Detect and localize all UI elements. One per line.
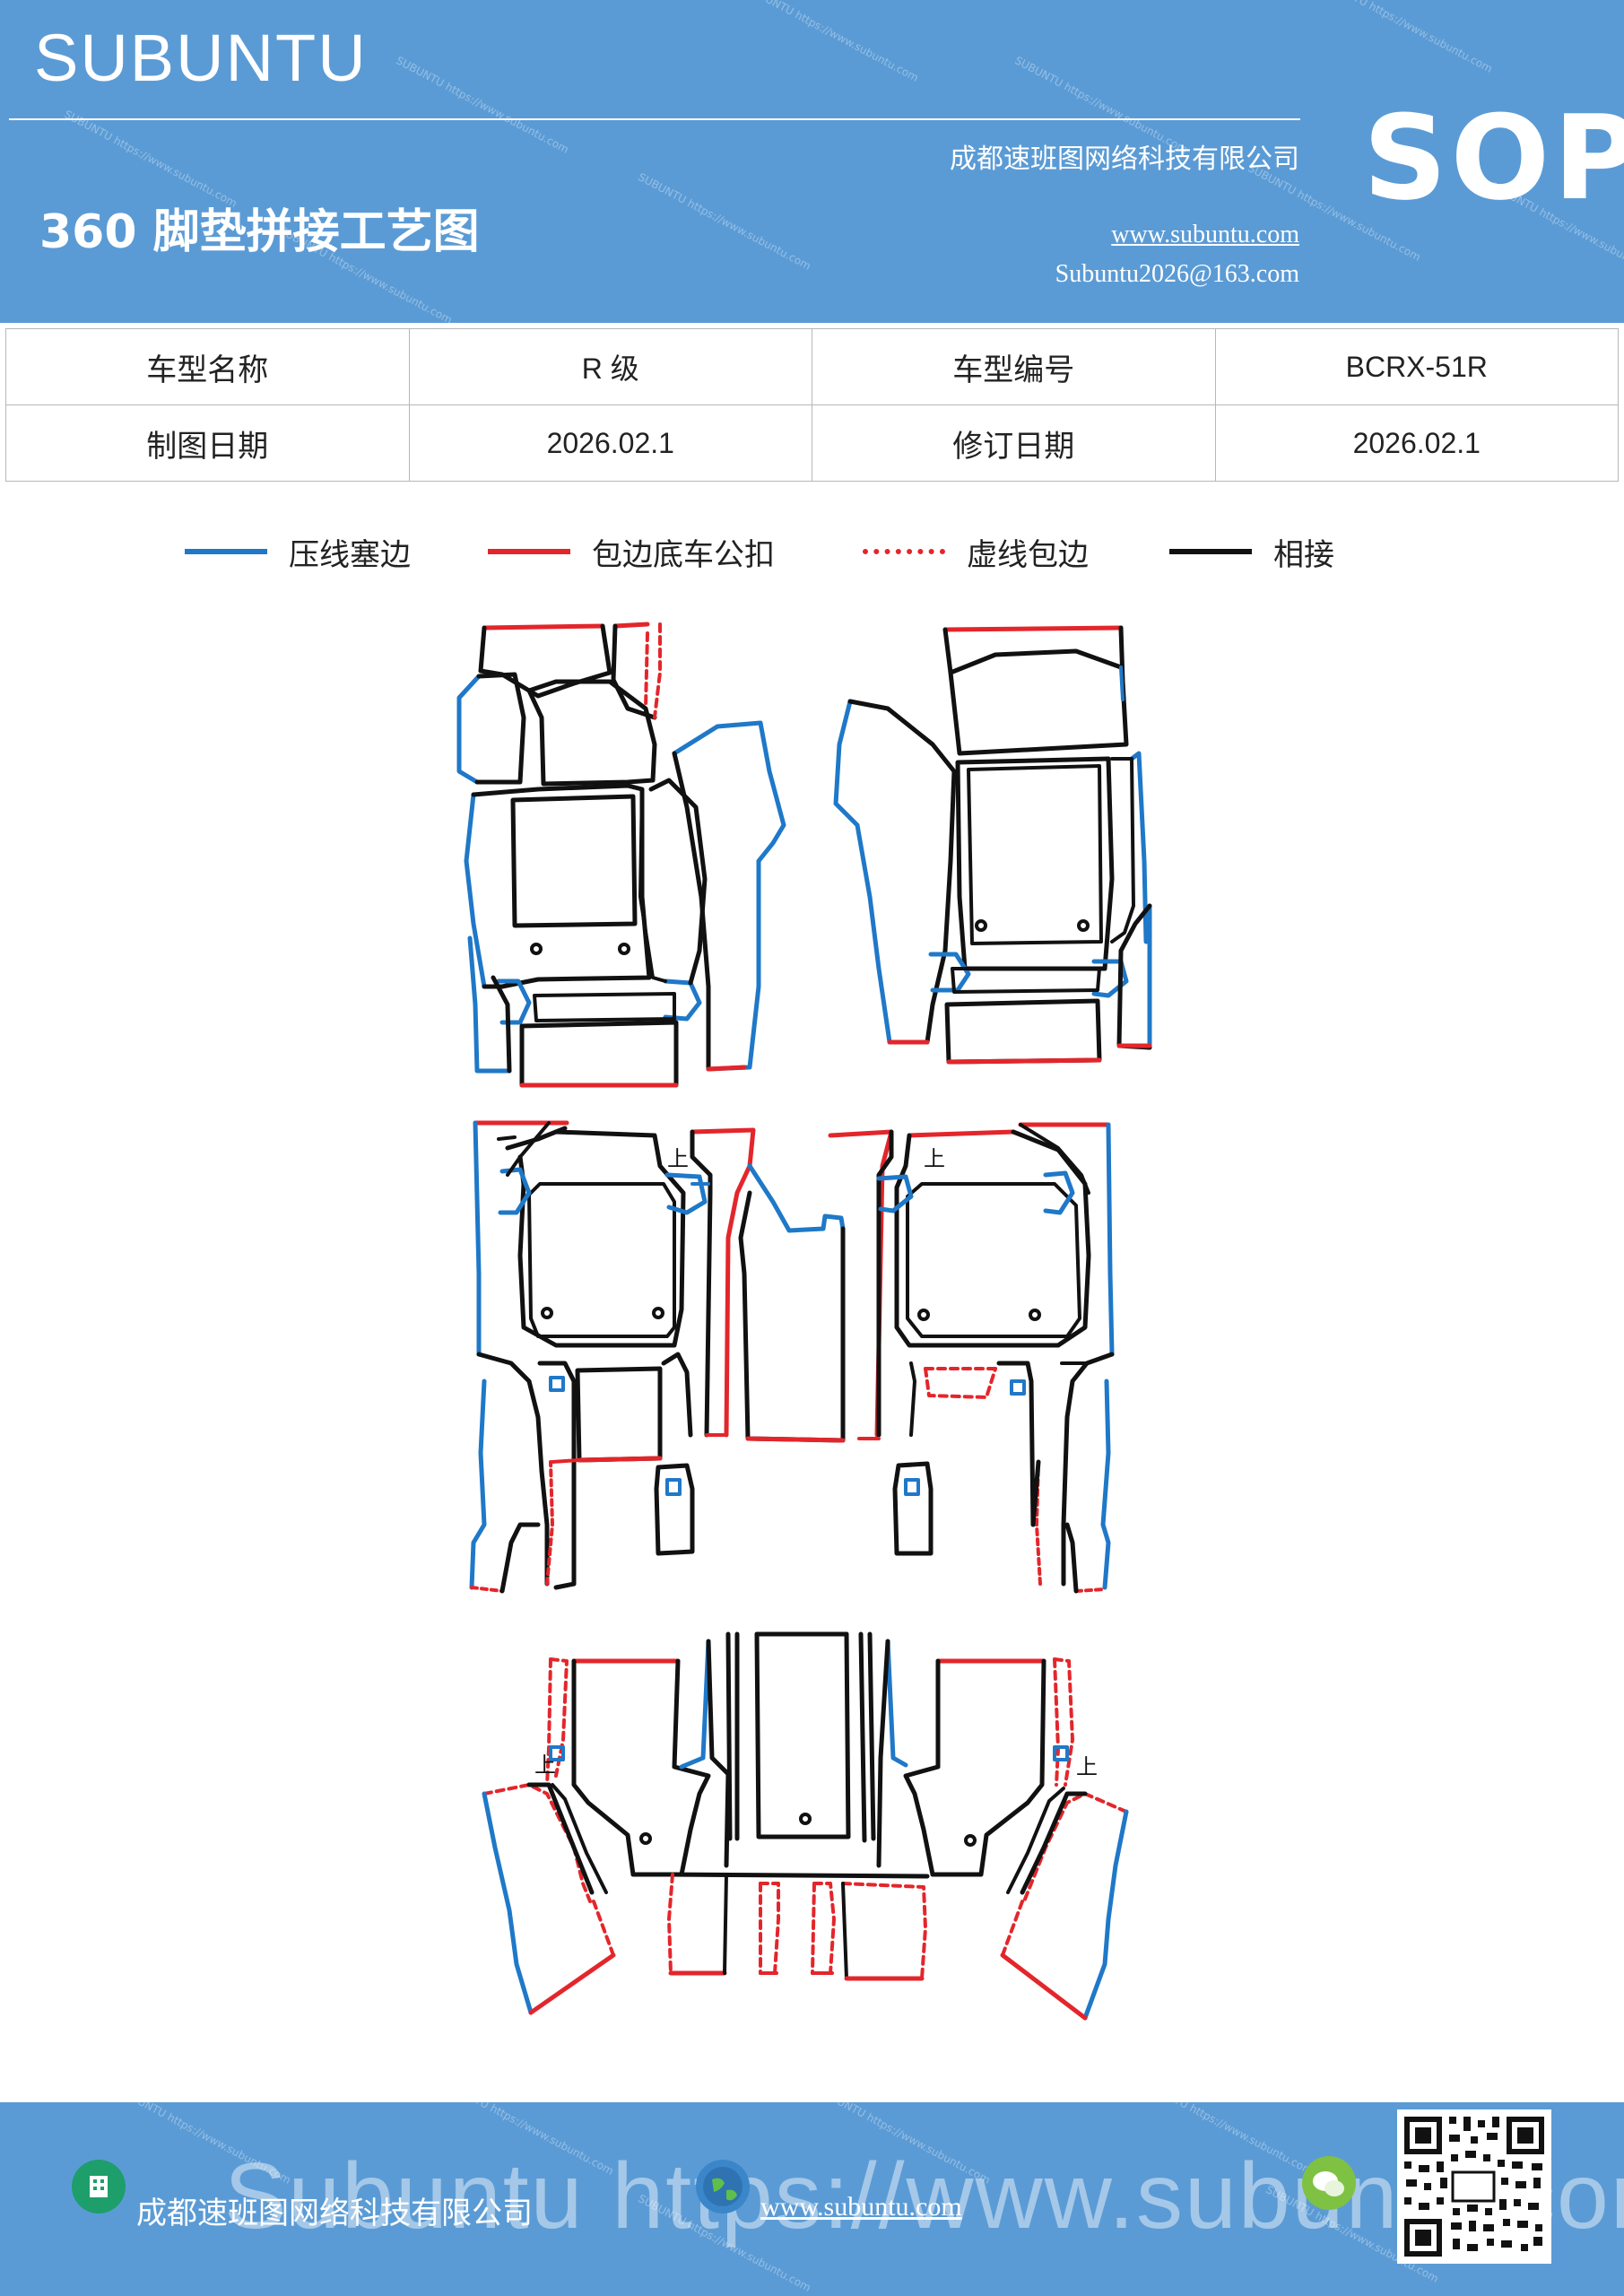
legend-swatch-blue bbox=[185, 549, 267, 554]
line-legend: 压线塞边 包边底车公扣 虚线包边 相接 bbox=[0, 529, 1624, 574]
legend-item: 压线塞边 bbox=[185, 529, 411, 574]
contact-email: Subuntu2026@163.com bbox=[1055, 260, 1299, 288]
legend-label: 虚线包边 bbox=[967, 536, 1089, 573]
wechat-icon bbox=[1302, 2156, 1356, 2210]
brand-name: SUBUNTU bbox=[34, 21, 368, 95]
globe-icon bbox=[696, 2160, 750, 2213]
sop-badge: SOP bbox=[1363, 90, 1624, 226]
up-marker: 上 bbox=[1076, 1754, 1098, 1779]
legend-label: 包边底车公扣 bbox=[592, 536, 775, 573]
floor-mat-diagram: 上 上 bbox=[456, 622, 1152, 2021]
legend-label: 压线塞边 bbox=[289, 536, 411, 573]
up-marker: 上 bbox=[534, 1752, 556, 1778]
revise-date-label: 修订日期 bbox=[812, 404, 1216, 482]
qr-code bbox=[1397, 2109, 1551, 2264]
header-banner: SUBUNTU https://www.subuntu.com SUBUNTU … bbox=[0, 0, 1624, 323]
table-row: 制图日期 2026.02.1 修订日期 2026.02.1 bbox=[5, 404, 1619, 482]
legend-item: 虚线包边 bbox=[863, 529, 1089, 574]
page-title: 360 脚垫拼接工艺图 bbox=[39, 205, 480, 259]
building-icon bbox=[72, 2160, 126, 2213]
model-code-value: BCRX-51R bbox=[1214, 328, 1619, 405]
up-marker: 上 bbox=[924, 1146, 945, 1171]
legend-swatch-black bbox=[1169, 549, 1252, 554]
company-name: 成都速班图网络科技有限公司 bbox=[950, 144, 1299, 175]
revise-date-value: 2026.02.1 bbox=[1214, 404, 1619, 482]
legend-swatch-red-dotted bbox=[863, 549, 945, 554]
middle-mat: 上 上 bbox=[469, 1120, 1115, 1594]
website-link[interactable]: www.subuntu.com bbox=[1111, 221, 1299, 248]
front-left-mat bbox=[456, 622, 786, 1088]
footer-website-link[interactable]: www.subuntu.com bbox=[760, 2192, 962, 2222]
legend-swatch-red bbox=[488, 549, 570, 554]
footer-company-name: 成都速班图网络科技有限公司 bbox=[136, 2196, 533, 2231]
table-row: 车型名称 R 级 车型编号 BCRX-51R bbox=[5, 328, 1619, 405]
front-right-mat bbox=[833, 625, 1152, 1065]
model-code-label: 车型编号 bbox=[812, 328, 1216, 405]
header-divider bbox=[9, 118, 1300, 120]
model-name-value: R 级 bbox=[408, 328, 812, 405]
footer-watermark-text: Subuntu https://www.subuntu.com bbox=[224, 2144, 1624, 2248]
draw-date-label: 制图日期 bbox=[5, 404, 410, 482]
rear-mat: 上 上 bbox=[482, 1631, 1129, 2021]
legend-label: 相接 bbox=[1273, 536, 1334, 573]
legend-item: 相接 bbox=[1169, 529, 1334, 574]
footer-banner: SUBUNTU https://www.subuntu.com SUBUNTU … bbox=[0, 2102, 1624, 2296]
vehicle-info-table: 车型名称 R 级 车型编号 BCRX-51R 制图日期 2026.02.1 修订… bbox=[5, 328, 1619, 482]
draw-date-value: 2026.02.1 bbox=[408, 404, 812, 482]
model-name-label: 车型名称 bbox=[5, 328, 410, 405]
legend-item: 包边底车公扣 bbox=[488, 529, 775, 574]
up-marker: 上 bbox=[667, 1146, 689, 1171]
